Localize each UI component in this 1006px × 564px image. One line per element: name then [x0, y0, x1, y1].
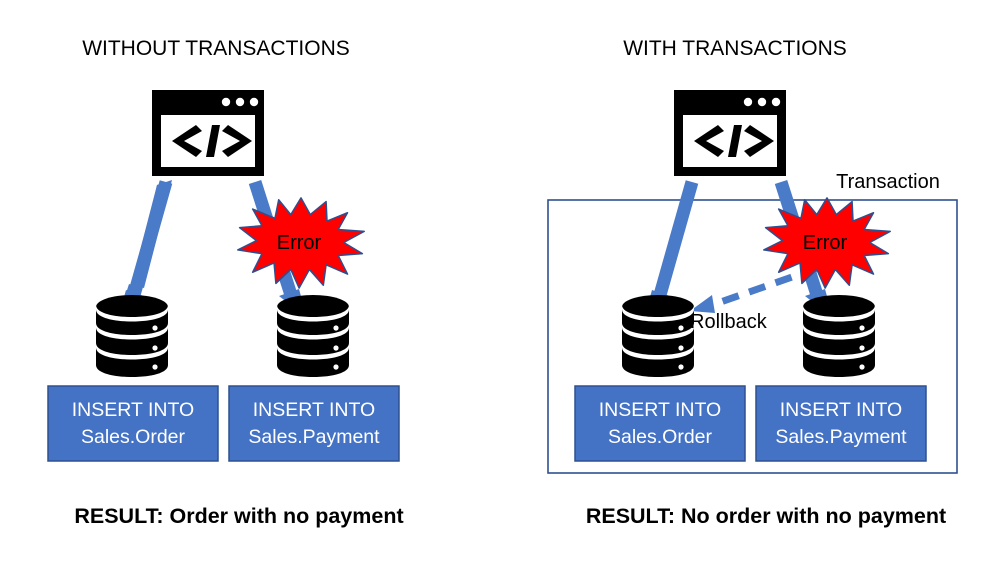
sql-box-order-right[interactable]: INSERT INTO Sales.Order [574, 385, 746, 462]
error-burst-icon: Error [236, 197, 366, 289]
database-icon-payment-left [277, 295, 349, 377]
sql-box-payment-right[interactable]: INSERT INTO Sales.Payment [755, 385, 927, 462]
sql-box-order-left-line2: Sales.Order [81, 426, 186, 448]
sql-box-payment-left-line1: INSERT INTO [253, 399, 375, 421]
transaction-boundary-box [547, 199, 958, 474]
panel-title-left: WITHOUT TRANSACTIONS [82, 37, 350, 60]
result-caption-left: RESULT: Order with no payment [74, 504, 403, 528]
sql-box-order-left[interactable]: INSERT INTO Sales.Order [47, 385, 219, 462]
error-burst-icon-right: Error [762, 197, 892, 289]
error-label-right: Error [803, 232, 848, 254]
database-icon-order-right [622, 295, 694, 377]
rollback-label: Rollback [690, 311, 768, 333]
sql-box-payment-right-line2: Sales.Payment [775, 426, 907, 448]
sql-box-order-right-line2: Sales.Order [608, 426, 713, 448]
sql-box-payment-left-line2: Sales.Payment [248, 426, 380, 448]
code-window-icon-right [674, 90, 786, 176]
sql-box-payment-right-line1: INSERT INTO [780, 399, 902, 421]
database-icon-order-left [96, 295, 168, 377]
transaction-label: Transaction [836, 171, 940, 193]
database-icon-payment-right [803, 295, 875, 377]
sql-box-order-right-line1: INSERT INTO [599, 399, 721, 421]
panel-with-transactions: Transaction [547, 90, 958, 528]
dashed-arrow-icon-rollback [690, 264, 820, 313]
panel-title-right: WITH TRANSACTIONS [623, 37, 847, 60]
result-caption-right: RESULT: No order with no payment [586, 504, 946, 528]
error-label-left: Error [277, 232, 322, 254]
panel-without-transactions: Error INSERT INTO Sales.Order INSERT INT… [47, 90, 404, 528]
code-window-icon [152, 90, 264, 176]
sql-box-order-left-line1: INSERT INTO [72, 399, 194, 421]
sql-box-payment-left[interactable]: INSERT INTO Sales.Payment [228, 385, 400, 462]
